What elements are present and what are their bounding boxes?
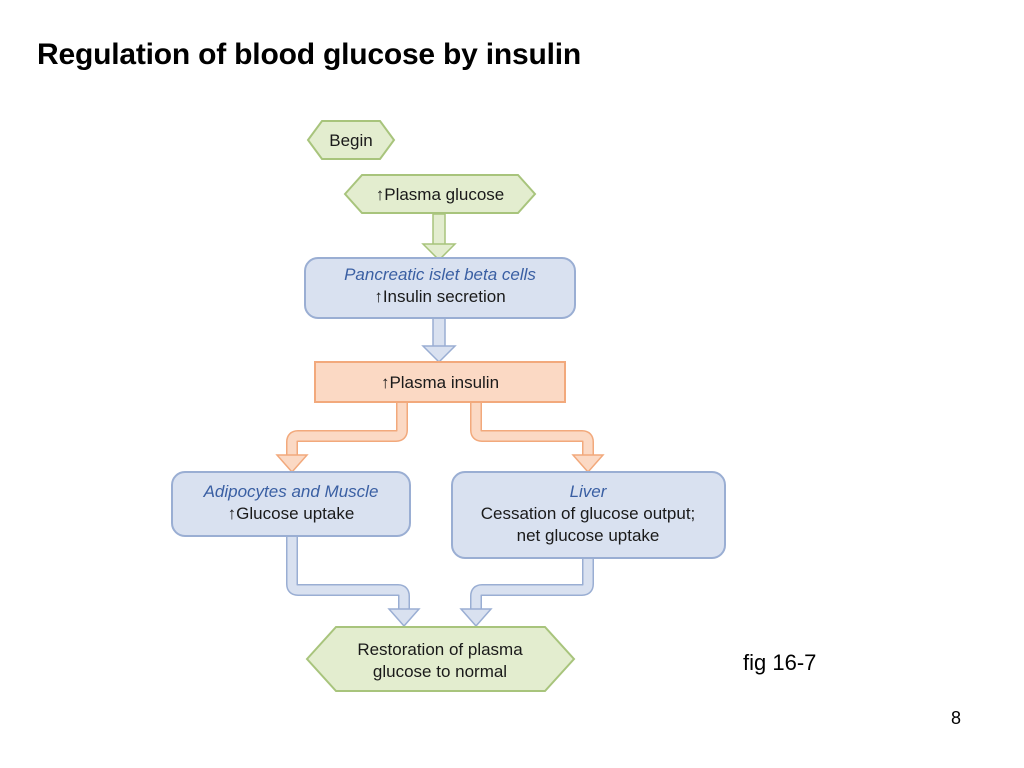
adipocytes-muscle-node: Adipocytes and Muscle ↑Glucose uptake [171,471,411,537]
plasma-glucose-label: ↑Plasma glucose [376,185,505,204]
liver-text-line-2: net glucose uptake [517,526,660,545]
begin-node: Begin [306,120,396,160]
begin-label: Begin [329,131,372,150]
slide-title: Regulation of blood glucose by insulin [37,38,582,71]
liver-text-line-1: Cessation of glucose output; [481,504,696,523]
arrow-glucose-to-pancreas [421,213,457,262]
restoration-line-1: Restoration of plasma [357,640,523,659]
plasma-insulin-label: ↑Plasma insulin [381,373,499,392]
adipocytes-heading: Adipocytes and Muscle [203,482,379,501]
restoration-node: Restoration of plasma glucose to normal [305,626,576,692]
arrow-insulin-to-adipocytes [275,402,408,474]
liver-node: Liver Cessation of glucose output; net g… [451,471,726,559]
arrow-insulin-to-liver [470,402,605,474]
pancreas-heading: Pancreatic islet beta cells [344,265,536,284]
pancreas-text: ↑Insulin secretion [374,287,505,306]
arrow-adipocytes-to-restoration [286,536,421,628]
pancreas-node: Pancreatic islet beta cells ↑Insulin sec… [304,257,576,319]
liver-heading: Liver [570,482,608,501]
arrow-liver-to-restoration [459,558,594,628]
page-number: 8 [951,708,962,728]
plasma-glucose-node: ↑Plasma glucose [343,174,537,214]
restoration-line-2: glucose to normal [373,662,507,681]
arrow-pancreas-to-insulin [421,317,457,364]
adipocytes-text: ↑Glucose uptake [228,504,355,523]
plasma-insulin-node: ↑Plasma insulin [314,361,566,403]
figure-caption: fig 16-7 [743,650,817,675]
